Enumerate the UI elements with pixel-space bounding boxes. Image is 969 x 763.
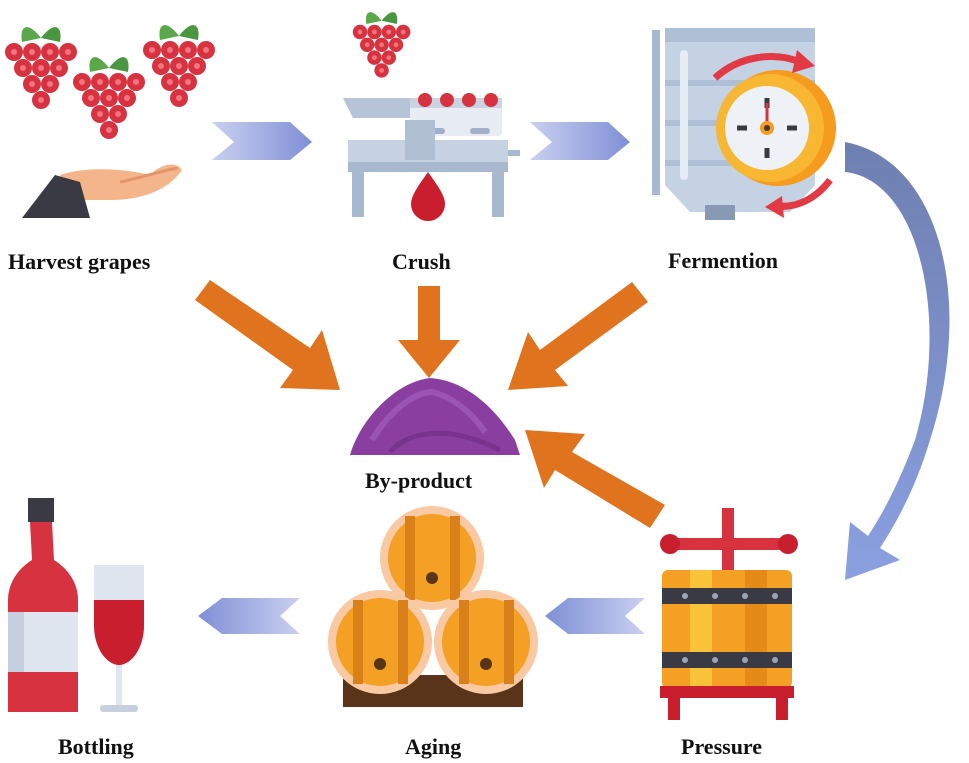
arrow-fermentation-to-byproduct — [508, 282, 648, 390]
flow-arrow-crush-to-fermentation — [530, 122, 630, 160]
flow-arrow-fermentation-to-pressure — [845, 142, 950, 580]
crusher-icon — [343, 12, 520, 221]
step-label-harvest: Harvest grapes — [8, 249, 151, 274]
step-label-fermentation: Fermention — [668, 248, 778, 273]
flow-arrow-pressure-to-aging — [545, 598, 645, 634]
flow-arrow-harvest-to-crush — [212, 122, 312, 160]
step-label-bottling: Bottling — [58, 734, 134, 759]
barrels-icon — [328, 506, 538, 707]
flow-arrow-aging-to-bottling — [198, 598, 300, 634]
step-label-aging: Aging — [405, 734, 462, 759]
arrow-crush-to-byproduct — [398, 286, 460, 378]
harvest-grapes-icon — [5, 25, 215, 218]
step-label-pressure: Pressure — [681, 734, 763, 759]
wine-press-icon — [660, 508, 798, 720]
byproduct-arrows — [195, 280, 665, 528]
fermentation-tank-icon — [652, 28, 836, 220]
center-label-byproduct: By-product — [365, 468, 473, 493]
wine-bottle-glass-icon — [8, 498, 144, 712]
arrow-pressure-to-byproduct — [525, 430, 665, 528]
pomace-pile-icon — [350, 378, 520, 455]
step-label-crush: Crush — [392, 249, 451, 274]
arrow-harvest-to-byproduct — [195, 280, 340, 390]
